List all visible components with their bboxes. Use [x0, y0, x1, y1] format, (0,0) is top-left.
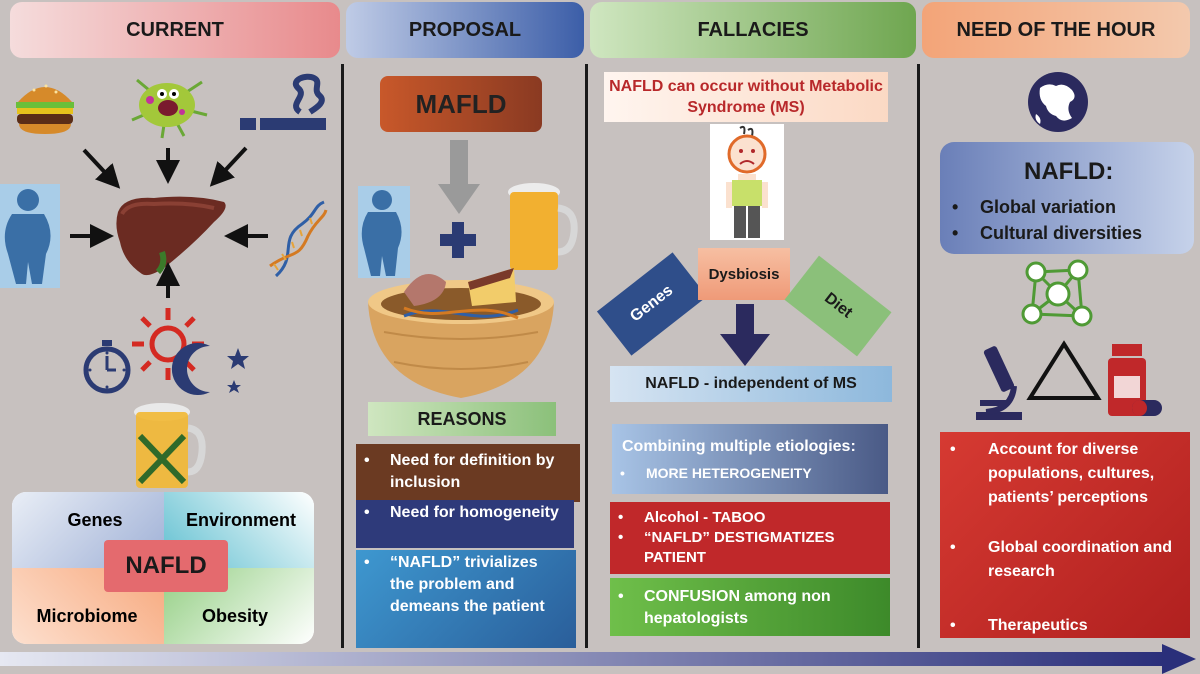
need-red-item-3: Therapeutics — [988, 617, 1088, 634]
diet-diamond: Diet — [784, 255, 892, 357]
header-fallacies: FALLACIES — [590, 2, 916, 58]
reason-2-text: Need for homogeneity — [390, 504, 559, 521]
burger-icon — [16, 84, 74, 134]
pill-bottle-icon — [1108, 344, 1162, 416]
arrows-to-liver — [70, 146, 268, 298]
need-red-item-2: Global coordination and research — [988, 539, 1172, 580]
need-nafld-item-2: Cultural diversities — [980, 223, 1143, 243]
globe-icon — [1028, 72, 1088, 132]
header-need: NEED OF THE HOUR — [922, 2, 1190, 58]
beer-icon — [134, 403, 206, 488]
combining-item: MORE HETEROGENEITY — [646, 465, 812, 481]
combining-title: Combining multiple etiologies: — [622, 438, 856, 455]
reasons-title-box: REASONS — [368, 402, 556, 436]
reason-3-box: •“NAFLD” trivializes the problem and dem… — [356, 550, 576, 648]
taboo-item-1: Alcohol - TABOO — [644, 509, 766, 526]
down-arrow-grey — [438, 140, 480, 214]
combining-etiologies-box: Combining multiple etiologies: •MORE HET… — [612, 424, 888, 494]
moon-icon — [171, 343, 249, 395]
quadrant-environment: Environment — [185, 509, 296, 530]
beer-icon-2 — [508, 183, 578, 270]
need-red-box: •Account for diverse populations, cultur… — [940, 432, 1190, 638]
separator-3 — [917, 64, 920, 648]
timeline-arrow-icon — [0, 644, 1196, 674]
reason-2-box: •Need for homogeneity — [356, 500, 574, 548]
need-nafld-item-1: Global variation — [980, 197, 1117, 217]
confusion-item: CONFUSION among non hepatologists — [644, 588, 831, 627]
cigarette-icon — [240, 73, 326, 130]
taboo-item-2: “NAFLD” DESTIGMATIZES PATIENT — [644, 529, 835, 566]
quadrant-genes: Genes — [67, 509, 123, 530]
dna-icon — [269, 200, 328, 278]
header-current: CURRENT — [10, 2, 340, 58]
reason-1-text: Need for definition by inclusion — [390, 452, 555, 491]
bowl-icon — [368, 268, 554, 398]
nafld-without-ms-box: NAFLD can occur without Metabolic Syndro… — [604, 72, 888, 122]
nafld-independent-box: NAFLD - independent of MS — [610, 366, 892, 402]
need-nafld-title: NAFLD: — [1024, 158, 1114, 185]
dysbiosis-box: Dysbiosis — [698, 248, 790, 300]
network-icon — [1021, 259, 1093, 327]
separator-1 — [341, 64, 344, 648]
reason-1-box: •Need for definition by inclusion — [356, 444, 580, 502]
microscope-icon — [976, 346, 1022, 420]
genes-diamond: Genes — [596, 252, 708, 356]
header-proposal: PROPOSAL — [346, 2, 584, 58]
obese-silhouette-icon — [0, 184, 60, 288]
separator-2 — [585, 64, 588, 648]
quadrant-microbiome: Microbiome — [36, 605, 138, 626]
quadrant-obesity: Obesity — [201, 605, 269, 626]
reason-3-text: “NAFLD” trivializes the problem and deme… — [390, 554, 545, 615]
need-red-item-1: Account for diverse populations, culture… — [988, 441, 1155, 506]
down-arrow-navy — [720, 304, 770, 366]
nafld-center-box: NAFLD — [104, 540, 228, 592]
need-nafld-box: NAFLD: •Global variation •Cultural diver… — [940, 142, 1194, 254]
obese-silhouette-icon-2 — [358, 186, 410, 278]
sad-person-icon — [710, 124, 784, 240]
mafld-title-box: MAFLD — [380, 76, 542, 132]
confusion-box: •CONFUSION among non hepatologists — [610, 578, 890, 636]
taboo-box: •Alcohol - TABOO •“NAFLD” DESTIGMATIZES … — [610, 502, 890, 574]
stopwatch-icon — [83, 340, 131, 394]
plus-icon — [440, 222, 476, 258]
triangle-icon — [1026, 340, 1102, 400]
microbe-icon — [131, 78, 208, 139]
